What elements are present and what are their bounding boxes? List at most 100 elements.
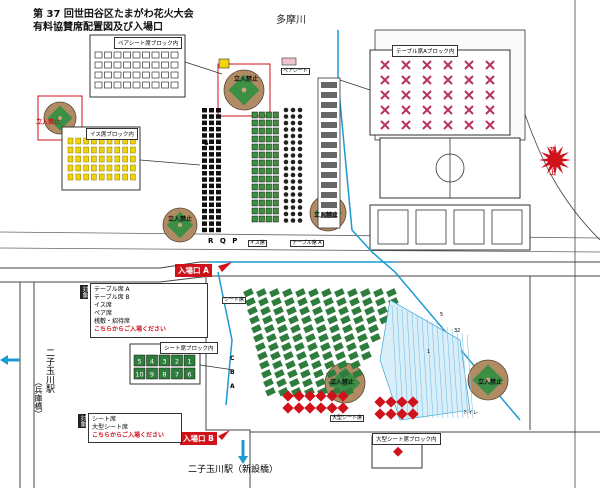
table-seat-dot (283, 172, 289, 178)
table-seat-dot (283, 166, 289, 171)
table-seat-dot (297, 166, 303, 171)
sheet-block-cell (146, 367, 158, 380)
large-sheet-seat (337, 402, 349, 414)
chair-seat-cell (122, 173, 128, 181)
chair-seat-cell (114, 164, 121, 172)
table-seat-dot (297, 133, 303, 139)
pavilion-seat (321, 122, 337, 128)
no-entry-label-5: 立入禁止 (330, 379, 355, 386)
sheet-seat (373, 288, 384, 298)
table-a-mark (401, 60, 411, 70)
sheet-seat (338, 306, 349, 316)
table-a-mark (380, 105, 390, 115)
sheet-seat (261, 369, 272, 379)
chair-seat-block (216, 164, 221, 170)
sheet-seat (316, 324, 327, 334)
entrance-a-arrow (218, 262, 232, 272)
chair-seat-block (202, 126, 207, 132)
chair-seat-block (216, 196, 221, 201)
large-sheet-seat (293, 390, 305, 402)
pavilion-seat (321, 82, 337, 88)
entrance-b-label[interactable]: 入場口 B (180, 432, 217, 445)
chair-seating-area (202, 57, 341, 233)
chair-seat-cell (114, 173, 121, 181)
light-area-hatch (456, 330, 464, 419)
table-b-seat (265, 199, 272, 207)
table-b-seat (258, 127, 265, 135)
table-b-seat (272, 167, 279, 175)
large-sheet-seat (282, 390, 294, 402)
table-b-seat (251, 175, 258, 183)
light-area-hatch (441, 324, 449, 419)
table-seat-dot (290, 153, 296, 158)
sheet-seating-area (243, 288, 399, 397)
sheet-seat (329, 324, 340, 334)
chair-seat-block (216, 133, 221, 138)
seat-letter-c: C (230, 355, 235, 362)
sheet-seat (281, 342, 292, 352)
table-b-seat (265, 111, 272, 119)
table-b-seat (272, 159, 279, 167)
chair-seat-block (216, 177, 221, 182)
arrow-down-head (238, 456, 248, 464)
sheet-seat (263, 378, 274, 388)
chair-seat-block (209, 177, 214, 182)
table-seat-dot (283, 159, 289, 165)
sheet-seat (298, 360, 309, 370)
table-a-callout (369, 49, 511, 136)
tennis-court (453, 209, 485, 245)
sheet-seat (264, 324, 275, 334)
station-left-sub: （兵庫橋） (34, 378, 43, 418)
table-seat-dot (297, 218, 303, 223)
table-seat-dot (283, 146, 289, 152)
table-a-mark (422, 90, 432, 100)
sheet-seat (285, 360, 296, 370)
light-area-hatch (466, 334, 474, 419)
sheet-seat (331, 333, 342, 343)
table-a-mark (443, 120, 453, 130)
sheet-block-number: 4 (150, 358, 154, 366)
table-seat-dot (290, 218, 296, 223)
sheet-block-number: 2 (175, 358, 179, 366)
pavilion-seat (321, 212, 337, 218)
table-a-mark (443, 90, 453, 100)
table-seat-dot (290, 159, 296, 165)
table-b-seat (272, 119, 279, 127)
chair-seat-cell (114, 155, 121, 163)
table-b-seat (251, 167, 258, 175)
pair-seat-cell (113, 51, 122, 59)
sheet-block-number: 7 (175, 371, 179, 379)
sheet-seat (357, 333, 368, 343)
table-seat-dot (297, 198, 303, 204)
pair-seat-cell (113, 71, 122, 79)
table-b-seat (272, 215, 279, 223)
pair-seat-cell (123, 81, 131, 89)
sheet-seat (253, 333, 264, 343)
zone-large-sheet: 大型シート席 (330, 415, 365, 422)
table-b-seat (251, 143, 258, 151)
table-b-seat (251, 119, 258, 127)
table-a-mark (485, 90, 495, 100)
table-b-seat (272, 199, 279, 207)
sheet-seating-light (379, 299, 474, 421)
table-b-seat (251, 159, 258, 167)
table-b-seat (265, 119, 272, 127)
chair-seat-block (202, 139, 207, 144)
large-sheet-seat (315, 390, 327, 402)
pair-seat-cell (132, 61, 141, 69)
entrance-a-label[interactable]: 入場口 A (175, 264, 212, 277)
seat-letter-q: Q (219, 237, 228, 245)
table-seat-dot (297, 185, 303, 191)
legend-entrance-b: シート席 大型シート席 こちらからご入場ください (88, 413, 182, 444)
chair-seat-cell (98, 173, 105, 181)
table-a-mark (401, 120, 411, 130)
sheet-seat (260, 306, 271, 316)
pair-seat-cell (94, 81, 103, 89)
legend-a-item-5: 桟敷・招待席 (94, 318, 131, 326)
table-b-seat (265, 191, 272, 199)
chair-seat-cell (106, 155, 113, 163)
no-entry-label-6: 立入禁止 (478, 379, 503, 386)
pair-seat-cell (161, 81, 169, 89)
chair-seat-cell (83, 173, 89, 181)
table-a-mark (401, 90, 411, 100)
